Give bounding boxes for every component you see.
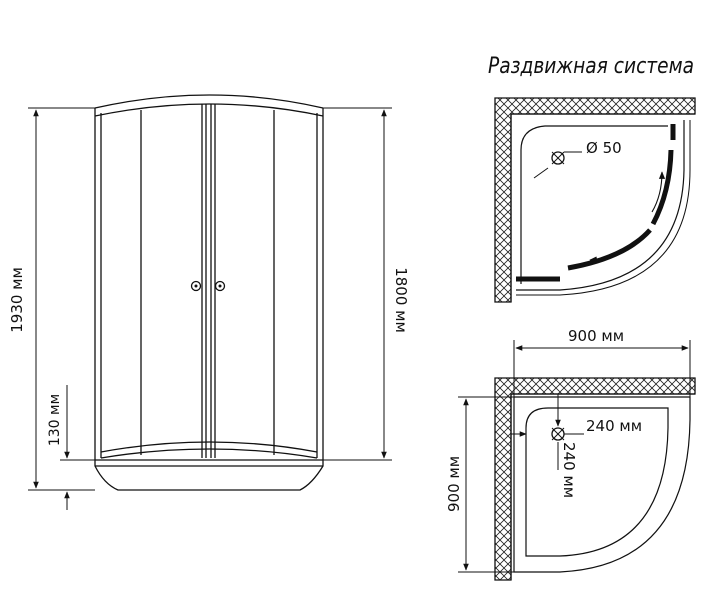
tray-plan-view — [494, 377, 696, 581]
left-door-handle — [190, 280, 202, 292]
slide-arrow-up — [651, 171, 666, 213]
total-height-label: 1930 мм — [8, 267, 26, 333]
sliding-system-title: Раздвижная система — [488, 54, 694, 79]
tray-height-dimension — [60, 385, 95, 510]
width-top-label: 900 мм — [568, 327, 624, 345]
drain-offset-y-label: 240 мм — [560, 442, 578, 498]
drain-icon — [551, 151, 565, 165]
front-view-elevation — [94, 94, 324, 491]
door-height-dimension — [323, 107, 392, 461]
total-height-dimension — [28, 107, 95, 491]
door-height-label: 1800 мм — [392, 267, 410, 333]
slide-arrow-left — [589, 239, 641, 263]
width-top-dimension — [513, 340, 691, 397]
right-door-handle — [214, 280, 226, 292]
cabin-top-frame — [94, 94, 324, 109]
tray-height-label: 130 мм — [47, 394, 63, 446]
sliding-system-plan — [494, 97, 696, 303]
width-side-dimension — [458, 396, 514, 573]
drain-offset-x-label: 240 мм — [586, 417, 642, 435]
width-side-label: 900 мм — [445, 456, 463, 512]
shower-tray — [94, 459, 324, 491]
drain-diameter-label: Ø 50 — [586, 139, 622, 157]
